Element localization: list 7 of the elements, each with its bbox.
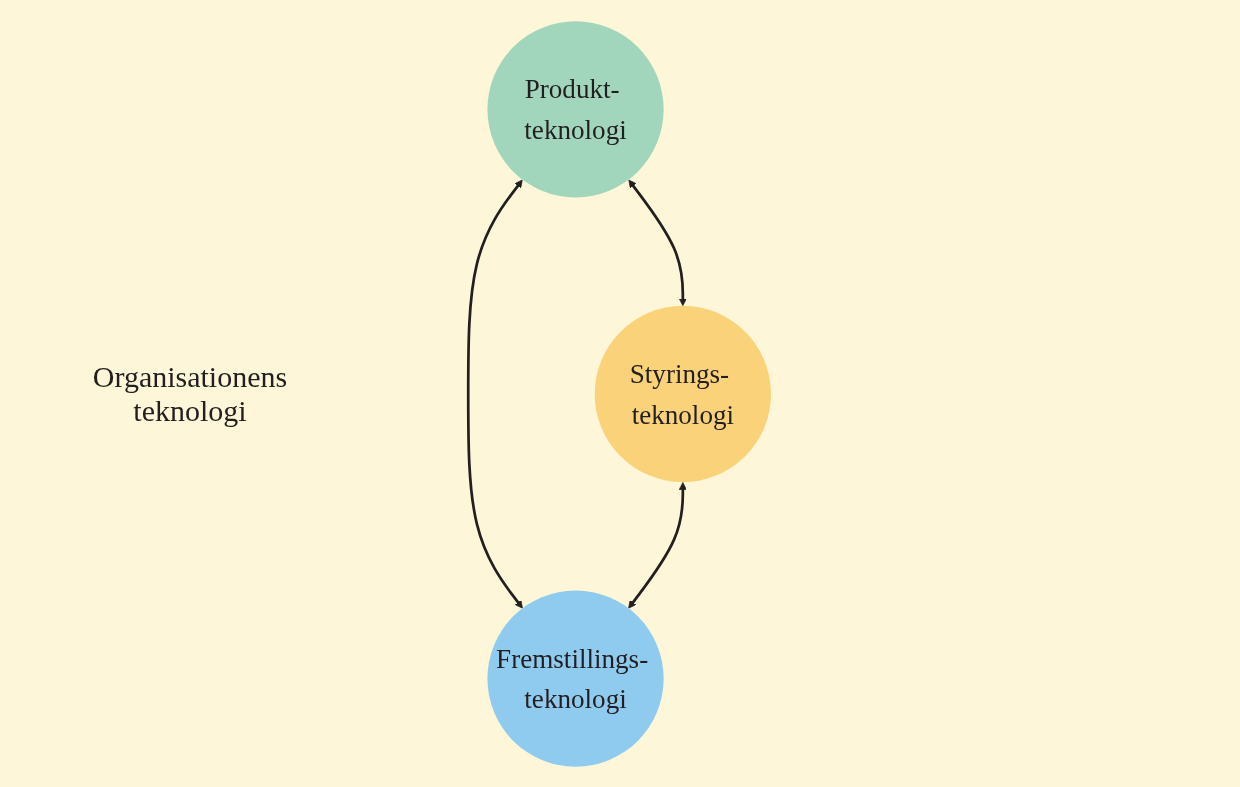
arrow <box>628 481 688 609</box>
arrow <box>467 179 524 609</box>
center-label: Organisationens teknologi <box>91 360 289 428</box>
arrow <box>628 179 688 306</box>
node-circle: Styrings- teknologi <box>595 305 772 482</box>
node-circle: Fremstillings- teknologi <box>487 590 665 767</box>
node-circle: Produkt- teknologi <box>487 20 665 197</box>
